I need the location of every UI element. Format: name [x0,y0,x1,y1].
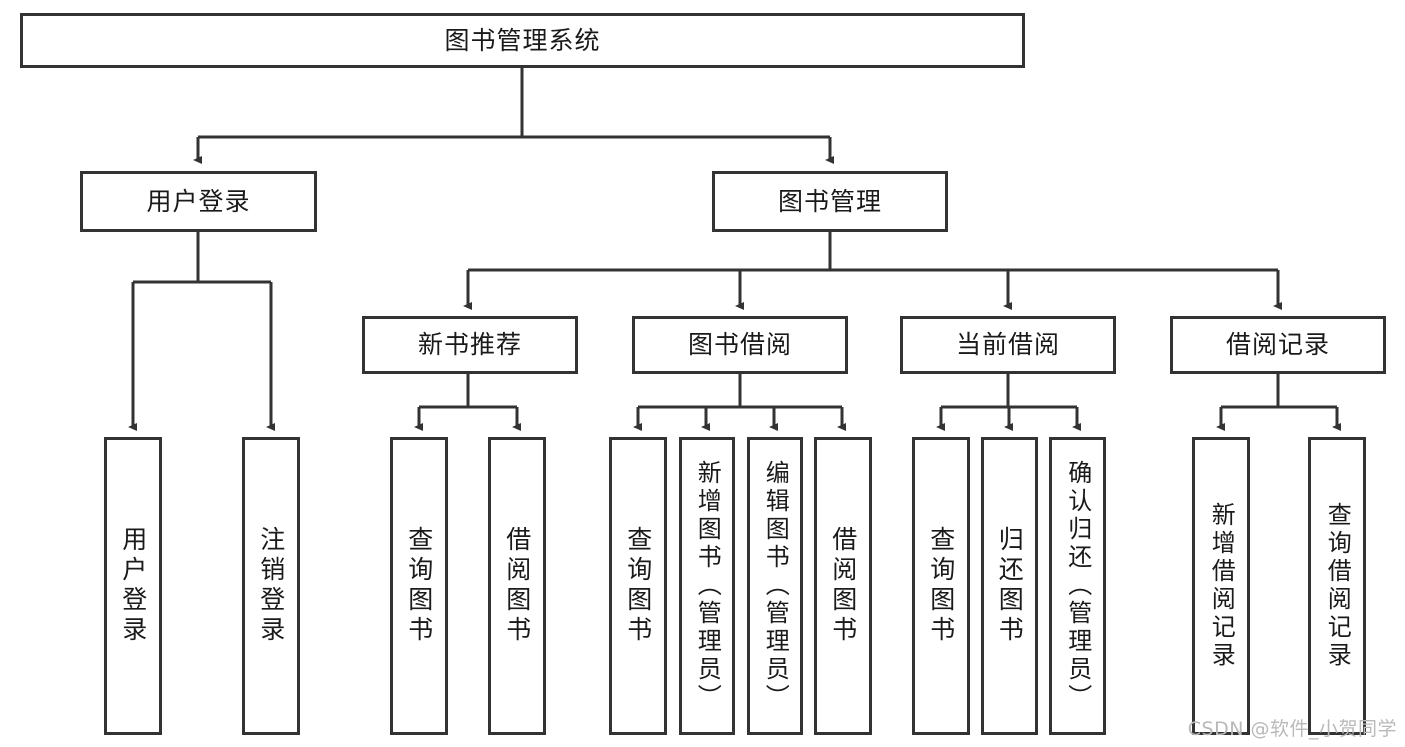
node-user-login[interactable]: 用户登录 [80,171,317,232]
leaf-borrow-record-query-record[interactable]: 查询借阅记录 [1308,437,1366,735]
node-root-system[interactable]: 图书管理系统 [20,13,1025,68]
leaf-book-borrow-borrow-book[interactable]: 借阅图书 [814,437,872,735]
leaf-current-borrow-confirm-return-admin[interactable]: 确认归还（管理员） [1049,437,1106,735]
leaf-current-borrow-return-book[interactable]: 归还图书 [981,437,1038,735]
leaf-new-book-query-book[interactable]: 查询图书 [390,437,448,735]
node-current-borrow[interactable]: 当前借阅 [900,316,1116,374]
node-book-manage[interactable]: 图书管理 [712,171,948,232]
node-borrow-record[interactable]: 借阅记录 [1170,316,1386,374]
leaf-book-borrow-add-book-admin[interactable]: 新增图书（管理员） [679,437,735,735]
watermark-text: CSDN @软件_小贺同学 [1187,718,1397,740]
node-new-book-recommend[interactable]: 新书推荐 [362,316,578,374]
leaf-user-login-login[interactable]: 用户登录 [104,437,162,735]
leaf-borrow-record-add-record[interactable]: 新增借阅记录 [1192,437,1250,735]
leaf-book-borrow-query-book[interactable]: 查询图书 [609,437,667,735]
leaf-new-book-borrow-book[interactable]: 借阅图书 [488,437,546,735]
leaf-book-borrow-edit-book-admin[interactable]: 编辑图书（管理员） [747,437,803,735]
node-book-borrow[interactable]: 图书借阅 [632,316,848,374]
leaf-current-borrow-query-book[interactable]: 查询图书 [912,437,970,735]
leaf-user-login-logout[interactable]: 注销登录 [242,437,300,735]
